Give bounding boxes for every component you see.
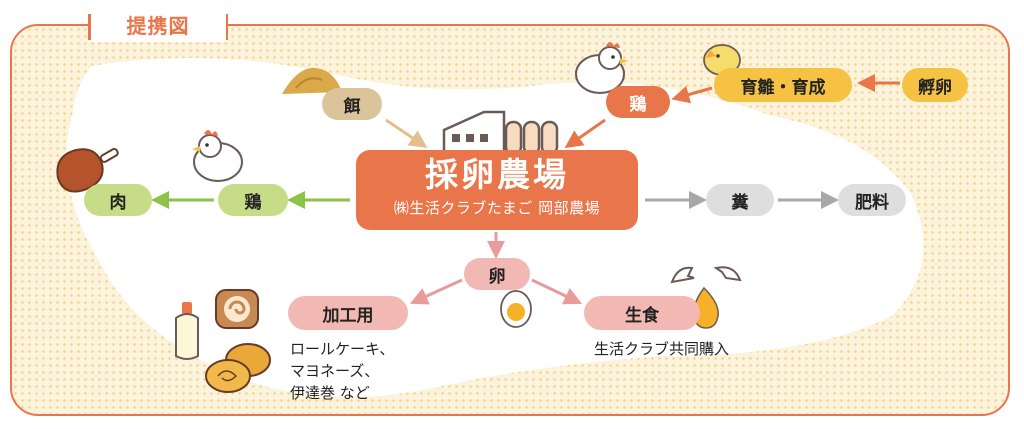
roll-cake-icon [215, 289, 259, 329]
arrow-egg-to-processing [409, 278, 463, 305]
arrow-egg-to-fresh [531, 278, 583, 305]
arrow-rearing-to-chicken [671, 85, 713, 104]
arrow-chicken-to-farm [564, 118, 606, 149]
node-egg: 卵 [464, 258, 530, 290]
node-manure: 糞 [706, 184, 774, 216]
processing-note-line-3: 伊達巻 など [290, 384, 370, 402]
node-meat: 肉 [84, 184, 152, 216]
title-bar-left [88, 14, 91, 40]
egg-icon [500, 290, 532, 328]
node-processing: 加工用 [288, 296, 408, 330]
chicken-icon [575, 42, 628, 94]
processing-note: ロールケーキ、 マヨネーズ、 伊達巻 など [290, 338, 394, 404]
cracked-egg-icon [670, 266, 742, 329]
processing-note-line-2: マヨネーズ、 [290, 362, 380, 380]
diagram-title: 提携図 [126, 14, 190, 38]
farm-building-icon [442, 110, 559, 156]
node-hatching: 孵卵 [902, 68, 968, 102]
arrow-feed-to-farm [385, 118, 428, 149]
main-farm-title: 採卵農場 [425, 155, 569, 194]
fresh-note: 生活クラブ共同購入 [594, 340, 730, 358]
title-tab: 提携図 [88, 8, 228, 42]
node-rearing: 育雛・育成 [714, 68, 852, 102]
title-bar-right [225, 14, 228, 40]
node-fertilizer: 肥料 [838, 184, 906, 216]
drumstick-icon [56, 148, 119, 193]
mayonnaise-icon [175, 302, 199, 360]
chicken-icon-left [192, 130, 243, 182]
node-feed: 餌 [322, 88, 382, 120]
main-farm-box: 採卵農場 ㈱生活クラブたまご 岡部農場 [356, 150, 638, 230]
processing-note-line-1: ロールケーキ、 [290, 340, 395, 358]
datemaki-icon [205, 343, 271, 393]
main-farm-subtitle: ㈱生活クラブたまご 岡部農場 [393, 199, 601, 217]
chick-icon [703, 44, 741, 76]
node-chicken-out: 鶏 [218, 184, 288, 216]
node-chicken-in: 鶏 [606, 86, 670, 118]
node-fresh: 生食 [584, 296, 700, 330]
